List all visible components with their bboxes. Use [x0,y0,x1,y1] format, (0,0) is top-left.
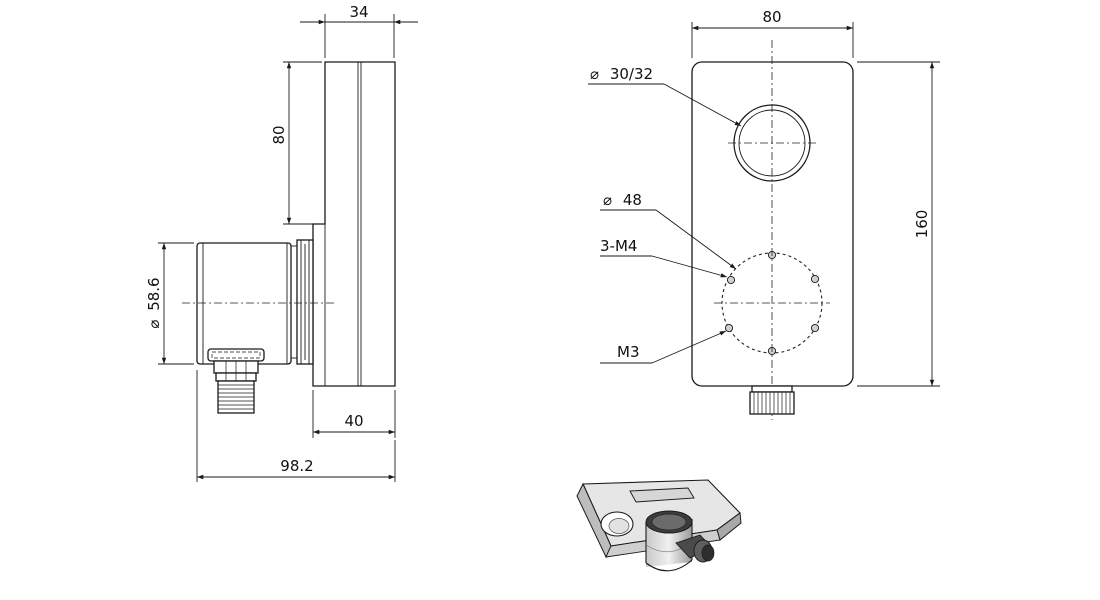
dim-body-depth: 40 [312,390,396,438]
dim-top-height: 80 [270,61,322,225]
svg-text:⌀ 48: ⌀ 48 [603,191,642,209]
front-view: 80 160 ⌀ 30/32 ⌀ 48 [588,8,940,420]
callout-small-thread: M3 [600,330,727,364]
callout-bore-diameter-label: 30/32 [610,65,653,83]
dim-overall-length-label: 98.2 [280,457,313,475]
diameter-symbol-bore: ⌀ [590,65,599,83]
callout-mount-thread: 3-M4 [600,237,728,278]
dim-front-width: 80 [691,8,854,58]
callout-mount-thread-label: 3-M4 [600,237,637,255]
dim-top-width: 34 [300,3,418,58]
callout-small-thread-label: M3 [617,343,640,361]
callout-bolt-circle-diameter: ⌀ 48 [600,191,737,270]
dim-top-width-label: 34 [349,3,368,21]
connector-front [749,385,795,415]
dim-top-height-label: 80 [270,125,288,144]
dim-front-width-label: 80 [762,8,781,26]
encoder-body [196,242,292,365]
callout-bolt-circle-diameter-label: 48 [623,191,642,209]
dim-body-depth-label: 40 [344,412,363,430]
encoder-flange [290,239,314,365]
isometric-view [576,479,742,572]
connector-side [207,348,265,414]
diameter-symbol-bolt: ⌀ [603,191,612,209]
diameter-symbol-side: ⌀ [145,320,163,329]
mounting-holes [724,250,820,356]
iso-connector [675,534,715,563]
svg-text:⌀ 58.6: ⌀ 58.6 [145,277,163,328]
callout-bore-diameter: ⌀ 30/32 [588,65,742,127]
dim-encoder-diameter-label: 58.6 [145,277,163,310]
dim-front-height-label: 160 [913,210,931,239]
dim-overall-length: 98.2 [196,370,396,482]
dim-encoder-diameter: ⌀ 58.6 [145,242,194,365]
svg-text:⌀ 30/32: ⌀ 30/32 [590,65,653,83]
dim-front-height: 160 [857,61,940,387]
side-view: 34 80 ⌀ 58.6 40 [145,3,418,482]
